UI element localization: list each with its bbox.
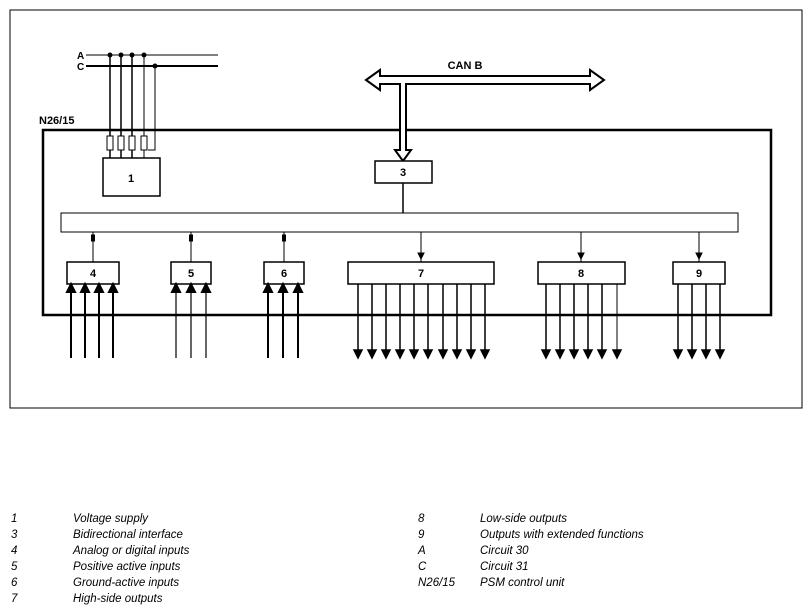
block-label: 1 [128,173,134,185]
legend-code: 8 [418,513,425,525]
legend-code: 1 [11,513,18,525]
legend-text: Low-side outputs [480,513,567,525]
circuit-a-label: A [77,51,84,62]
fuse [117,135,125,151]
internal-bus-bar [60,212,739,233]
legend-code: 7 [11,593,18,605]
legend-item: 8 Low-side outputs [418,511,798,527]
io-blocks [66,261,726,285]
legend-text: Ground-active inputs [73,577,180,589]
circuit-c-label: C [77,62,84,73]
legend-code: 4 [11,545,18,557]
fuse [128,135,136,151]
block-voltage-supply [102,157,161,197]
block-label: 3 [400,167,406,179]
control-unit-label: N26/15 [39,115,74,127]
legend-text: Positive active inputs [73,561,181,573]
legend-text: Analog or digital inputs [73,545,190,557]
legend-text: Circuit 30 [480,545,529,557]
output-signals [352,284,726,360]
legend-code: 6 [11,577,18,589]
legend-item: 6 Ground-active inputs [11,575,391,591]
legend-item: A Circuit 30 [418,543,798,559]
legend-code: A [418,545,426,557]
legend-code: 3 [11,529,18,541]
diagram-frame [9,9,803,409]
legend-text: Bidirectional interface [73,529,183,541]
can-b-bus [364,68,606,163]
block-label: 9 [696,268,702,280]
block-label: 6 [281,268,287,280]
block-label: 8 [578,268,584,280]
legend-code: C [418,561,427,573]
legend-text: PSM control unit [480,577,565,589]
legend-text: High-side outputs [73,593,163,605]
legend-item: 3 Bidirectional interface [11,527,391,543]
legend-item: 5 Positive active inputs [11,559,391,575]
legend-item: N26/15 PSM control unit [418,575,798,591]
supply-wires [106,55,156,158]
block-label: 7 [418,268,424,280]
legend-code: N26/15 [418,577,456,589]
input-signals [65,281,304,358]
legend-item: 9 Outputs with extended functions [418,527,798,543]
can-b-label: CAN B [448,60,483,72]
legend-item: 4 Analog or digital inputs [11,543,391,559]
block-label: 5 [188,268,194,280]
legend-code: 9 [418,529,425,541]
legend-item: 1 Voltage supply [11,511,391,527]
legend-item: 7 High-side outputs [11,591,391,607]
legend-item: C Circuit 31 [418,559,798,575]
block-label: 4 [90,268,97,280]
legend-text: Voltage supply [73,513,149,525]
legend-left: 1 Voltage supply 3 Bidirectional interfa… [11,511,391,607]
fuse [106,135,114,151]
legend-right: 8 Low-side outputs 9 Outputs with extend… [418,511,798,591]
fuse [140,135,148,151]
legend-code: 5 [11,561,18,573]
legend-text: Circuit 31 [480,561,529,573]
legend-text: Outputs with extended functions [480,529,644,541]
bus-connectors [91,232,703,262]
